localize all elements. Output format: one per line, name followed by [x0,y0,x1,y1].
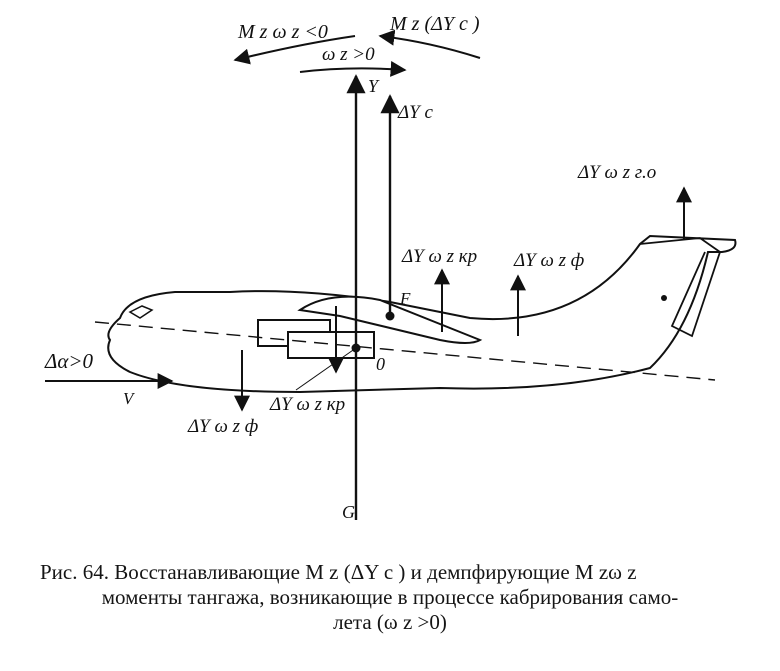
label-y-axis: Y [368,76,380,96]
aircraft-pitch-moment-diagram: M z ω z <0 M z (ΔY c ) ω z >0 Y ΔY c ΔY … [44,13,737,522]
label-dyc: ΔY c [397,102,433,123]
figure-caption: Рис. 64. Восстанавливающие M z (ΔY c ) и… [0,560,780,635]
fuselage-outline [107,234,737,394]
cockpit-window [128,305,154,319]
caption-line-2: моменты тангажа, возникающие в процессе … [101,585,679,609]
point-o-dot [351,343,361,353]
label-dalpha: Δα>0 [44,349,94,373]
label-dy-wing-up: ΔY ω z кр [401,246,477,267]
label-point-o: 0 [376,354,385,374]
label-dy-fus-down: ΔY ω z ф [187,416,258,437]
label-dy-fus-up: ΔY ω z ф [513,250,584,271]
vertical-tail [639,237,722,338]
label-omega-pos: ω z >0 [322,44,375,65]
label-g: G [342,502,355,522]
mz-dyc-arrow [378,29,481,59]
leader-line [295,347,357,391]
engine-nacelle-rear [287,331,375,359]
label-dy-tail: ΔY ω z г.о [577,162,656,183]
label-mz-dyc: M z (ΔY c ) [389,13,480,35]
label-point-f: F [399,289,411,308]
label-dy-wing-down: ΔY ω z кр [269,394,345,415]
longitudinal-axis [94,321,716,381]
mz-omega-arrow [233,35,356,65]
point-f-dot [385,311,395,321]
caption-line-3: лета (ω z >0) [333,610,447,634]
label-mz-omega: M z ω z <0 [237,21,328,43]
label-velocity: V [123,389,136,408]
omega-pos-arrow [299,60,407,77]
caption-line-1: Рис. 64. Восстанавливающие M z (ΔY c ) и… [40,560,637,584]
